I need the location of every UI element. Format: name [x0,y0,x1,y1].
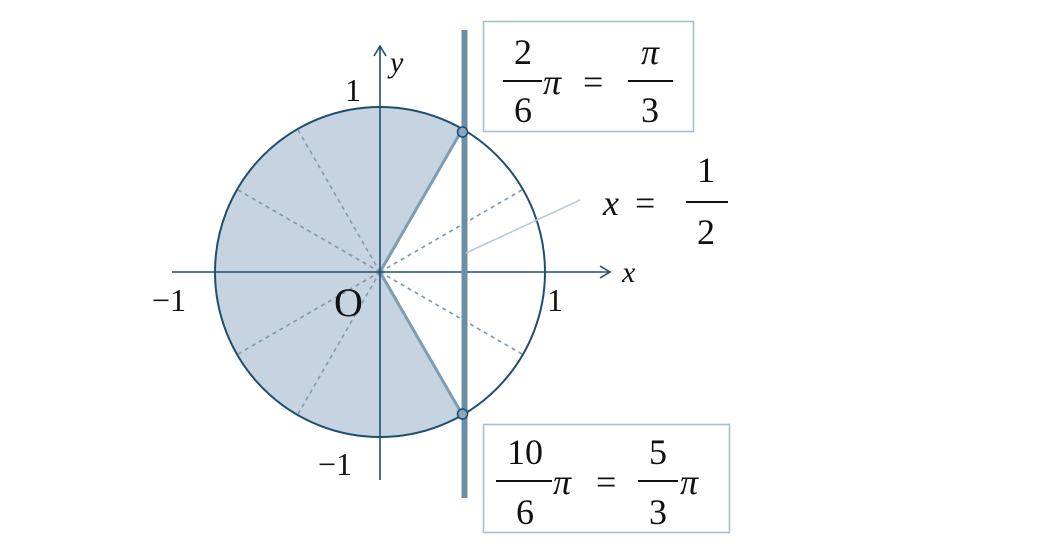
line-label-den: 2 [697,212,715,252]
tick-x-1: 1 [547,282,563,318]
bottom-den1: 6 [516,492,534,532]
bottom-den2: 3 [649,492,667,532]
bottom-num1: 10 [507,432,543,472]
radius-60deg [378,128,464,273]
line-label-eq: = [635,183,655,223]
x-axis-label: x [621,256,636,289]
x-axis-arrow-icon [599,265,612,279]
top-eq: = [583,62,603,102]
point-bottom [456,408,469,420]
y-axis-label: y [387,46,404,79]
top-num1: 2 [514,32,532,72]
bottom-num2: 5 [649,432,667,472]
dashed-ray [236,271,381,356]
line-label-x: x [602,183,619,223]
dashed-ray [379,188,524,273]
line-label-num: 1 [697,150,715,190]
dashed-ray [296,271,381,416]
leader-line [465,199,581,254]
bottom-pi2: π [680,462,699,502]
angle-box-bottom: 10 6 π = 5 3 π [482,423,731,534]
top-pi: π [543,62,562,102]
line-label: x = 1 2 [602,150,728,252]
dashed-ray [296,128,381,273]
y-axis-arrow-icon [373,44,387,57]
dashed-ray [236,188,381,273]
point-top [456,126,469,138]
radius-300deg [378,271,464,416]
tick-x-neg1: −1 [152,282,186,318]
tick-y-1: 1 [345,72,361,108]
top-num2: π [641,32,660,72]
dashed-rays [236,128,524,416]
bottom-pi1: π [553,462,572,502]
origin-label: O [334,280,363,325]
tick-y-neg1: −1 [318,446,352,482]
dashed-ray [379,271,524,356]
angle-box-top: 2 6 π = π 3 [482,20,695,133]
top-den1: 6 [514,90,532,130]
bottom-eq: = [596,462,616,502]
top-den2: 3 [641,90,659,130]
